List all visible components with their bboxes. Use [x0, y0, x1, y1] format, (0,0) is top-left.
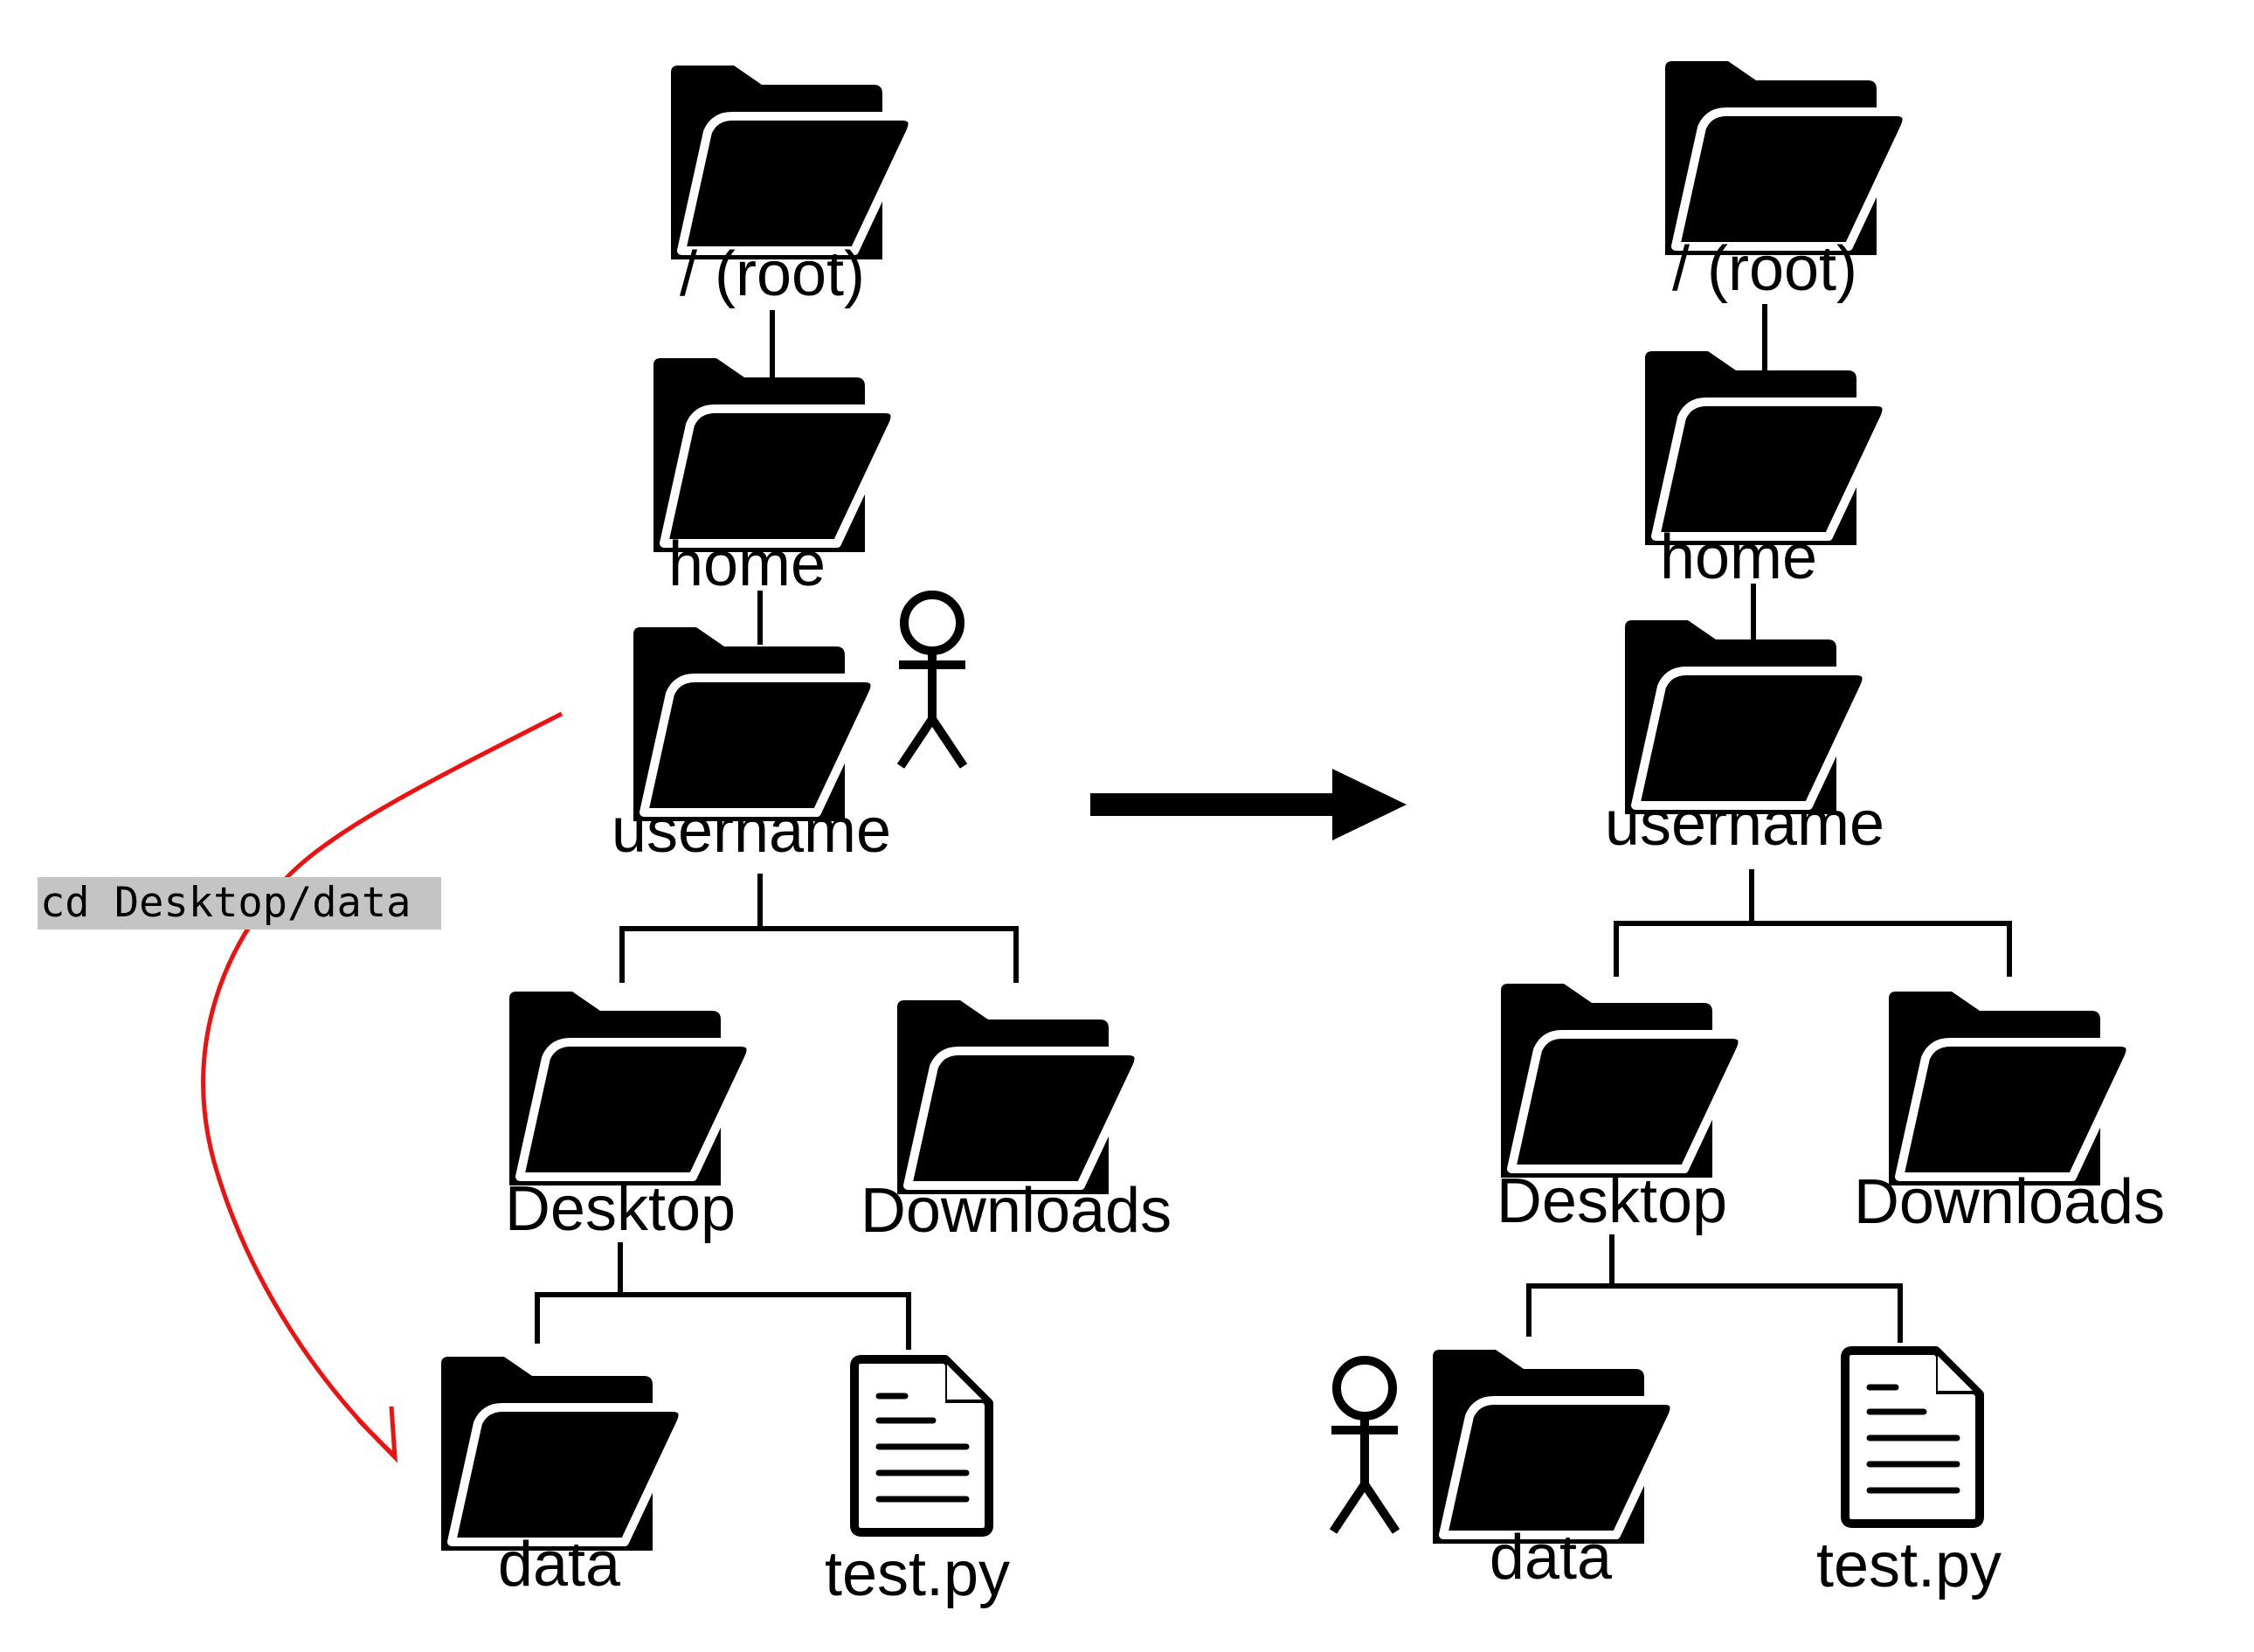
node-label-desktop: Desktop — [1497, 1166, 1727, 1236]
folder-icon — [671, 66, 912, 259]
node-label-testpy: test.py — [825, 1539, 1010, 1609]
node-testpy-before: test.py — [825, 1359, 1010, 1609]
folder-icon — [653, 358, 895, 552]
node-label-downloads: Downloads — [1854, 1167, 2165, 1237]
node-label-username: username — [612, 796, 891, 866]
folder-icon — [1889, 992, 2130, 1185]
connector-username-children — [1614, 869, 1754, 977]
connector-desktop-testpy — [620, 1292, 911, 1350]
folder-icon — [1625, 620, 1866, 814]
folder-icon — [1665, 61, 1906, 255]
node-label-downloads: Downloads — [861, 1176, 1172, 1246]
node-label-root: / (root) — [1672, 234, 1857, 304]
tree-after: / (root) home username Desktop Downloads… — [1331, 61, 2165, 1600]
connector-username-children — [619, 874, 763, 983]
node-username-before: username — [612, 627, 891, 866]
node-label-username: username — [1605, 789, 1884, 859]
connector-username-downloads — [1752, 921, 2012, 977]
connector-desktop-children — [1526, 1234, 1614, 1337]
folder-icon — [1433, 1350, 1674, 1544]
connector-desktop-testpy — [1612, 1283, 1903, 1343]
node-label-testpy: test.py — [1816, 1531, 2002, 1600]
connectors-after — [1526, 304, 2012, 1343]
command-label: cd Desktop/data — [38, 877, 441, 930]
command-label-bg — [38, 877, 441, 930]
folder-icon — [633, 627, 875, 821]
node-label-home: home — [668, 529, 826, 599]
node-label-home: home — [1660, 522, 1817, 592]
command-text: cd Desktop/data — [40, 879, 411, 927]
node-root-after: / (root) — [1665, 61, 1906, 304]
node-downloads-before: Downloads — [861, 1000, 1172, 1246]
node-label-desktop: Desktop — [505, 1174, 736, 1244]
node-root-before: / (root) — [671, 66, 912, 309]
node-home-after: home — [1645, 351, 1886, 592]
folder-icon — [1645, 351, 1886, 545]
cd-path-arrow — [201, 711, 564, 1456]
connectors-before — [535, 310, 1019, 1350]
folder-icon — [509, 992, 750, 1185]
node-testpy-after: test.py — [1816, 1351, 2002, 1600]
transition-arrow — [1090, 769, 1407, 840]
cd-path-arrowhead — [356, 1406, 398, 1463]
connector-desktop-children — [535, 1242, 623, 1344]
node-label-root: / (root) — [680, 239, 865, 309]
node-label-data: data — [1490, 1523, 1613, 1593]
node-desktop-before: Desktop — [505, 992, 751, 1244]
file-icon — [854, 1359, 989, 1532]
folder-icon — [1501, 984, 1742, 1178]
node-username-after: username — [1605, 620, 1884, 859]
file-icon — [1845, 1351, 1980, 1524]
node-data-before: data — [441, 1357, 682, 1600]
connector-username-downloads — [760, 926, 1019, 983]
node-home-before: home — [653, 358, 895, 599]
node-downloads-after: Downloads — [1854, 992, 2165, 1237]
user-icon — [899, 595, 965, 766]
folder-icon — [441, 1357, 682, 1551]
node-desktop-after: Desktop — [1497, 984, 1743, 1236]
folder-icon — [897, 1000, 1138, 1194]
tree-before: / (root) home username Desktop Downloads… — [38, 66, 1172, 1609]
user-icon — [1331, 1360, 1398, 1531]
node-data-after: data — [1433, 1350, 1674, 1593]
node-label-data: data — [498, 1530, 621, 1600]
